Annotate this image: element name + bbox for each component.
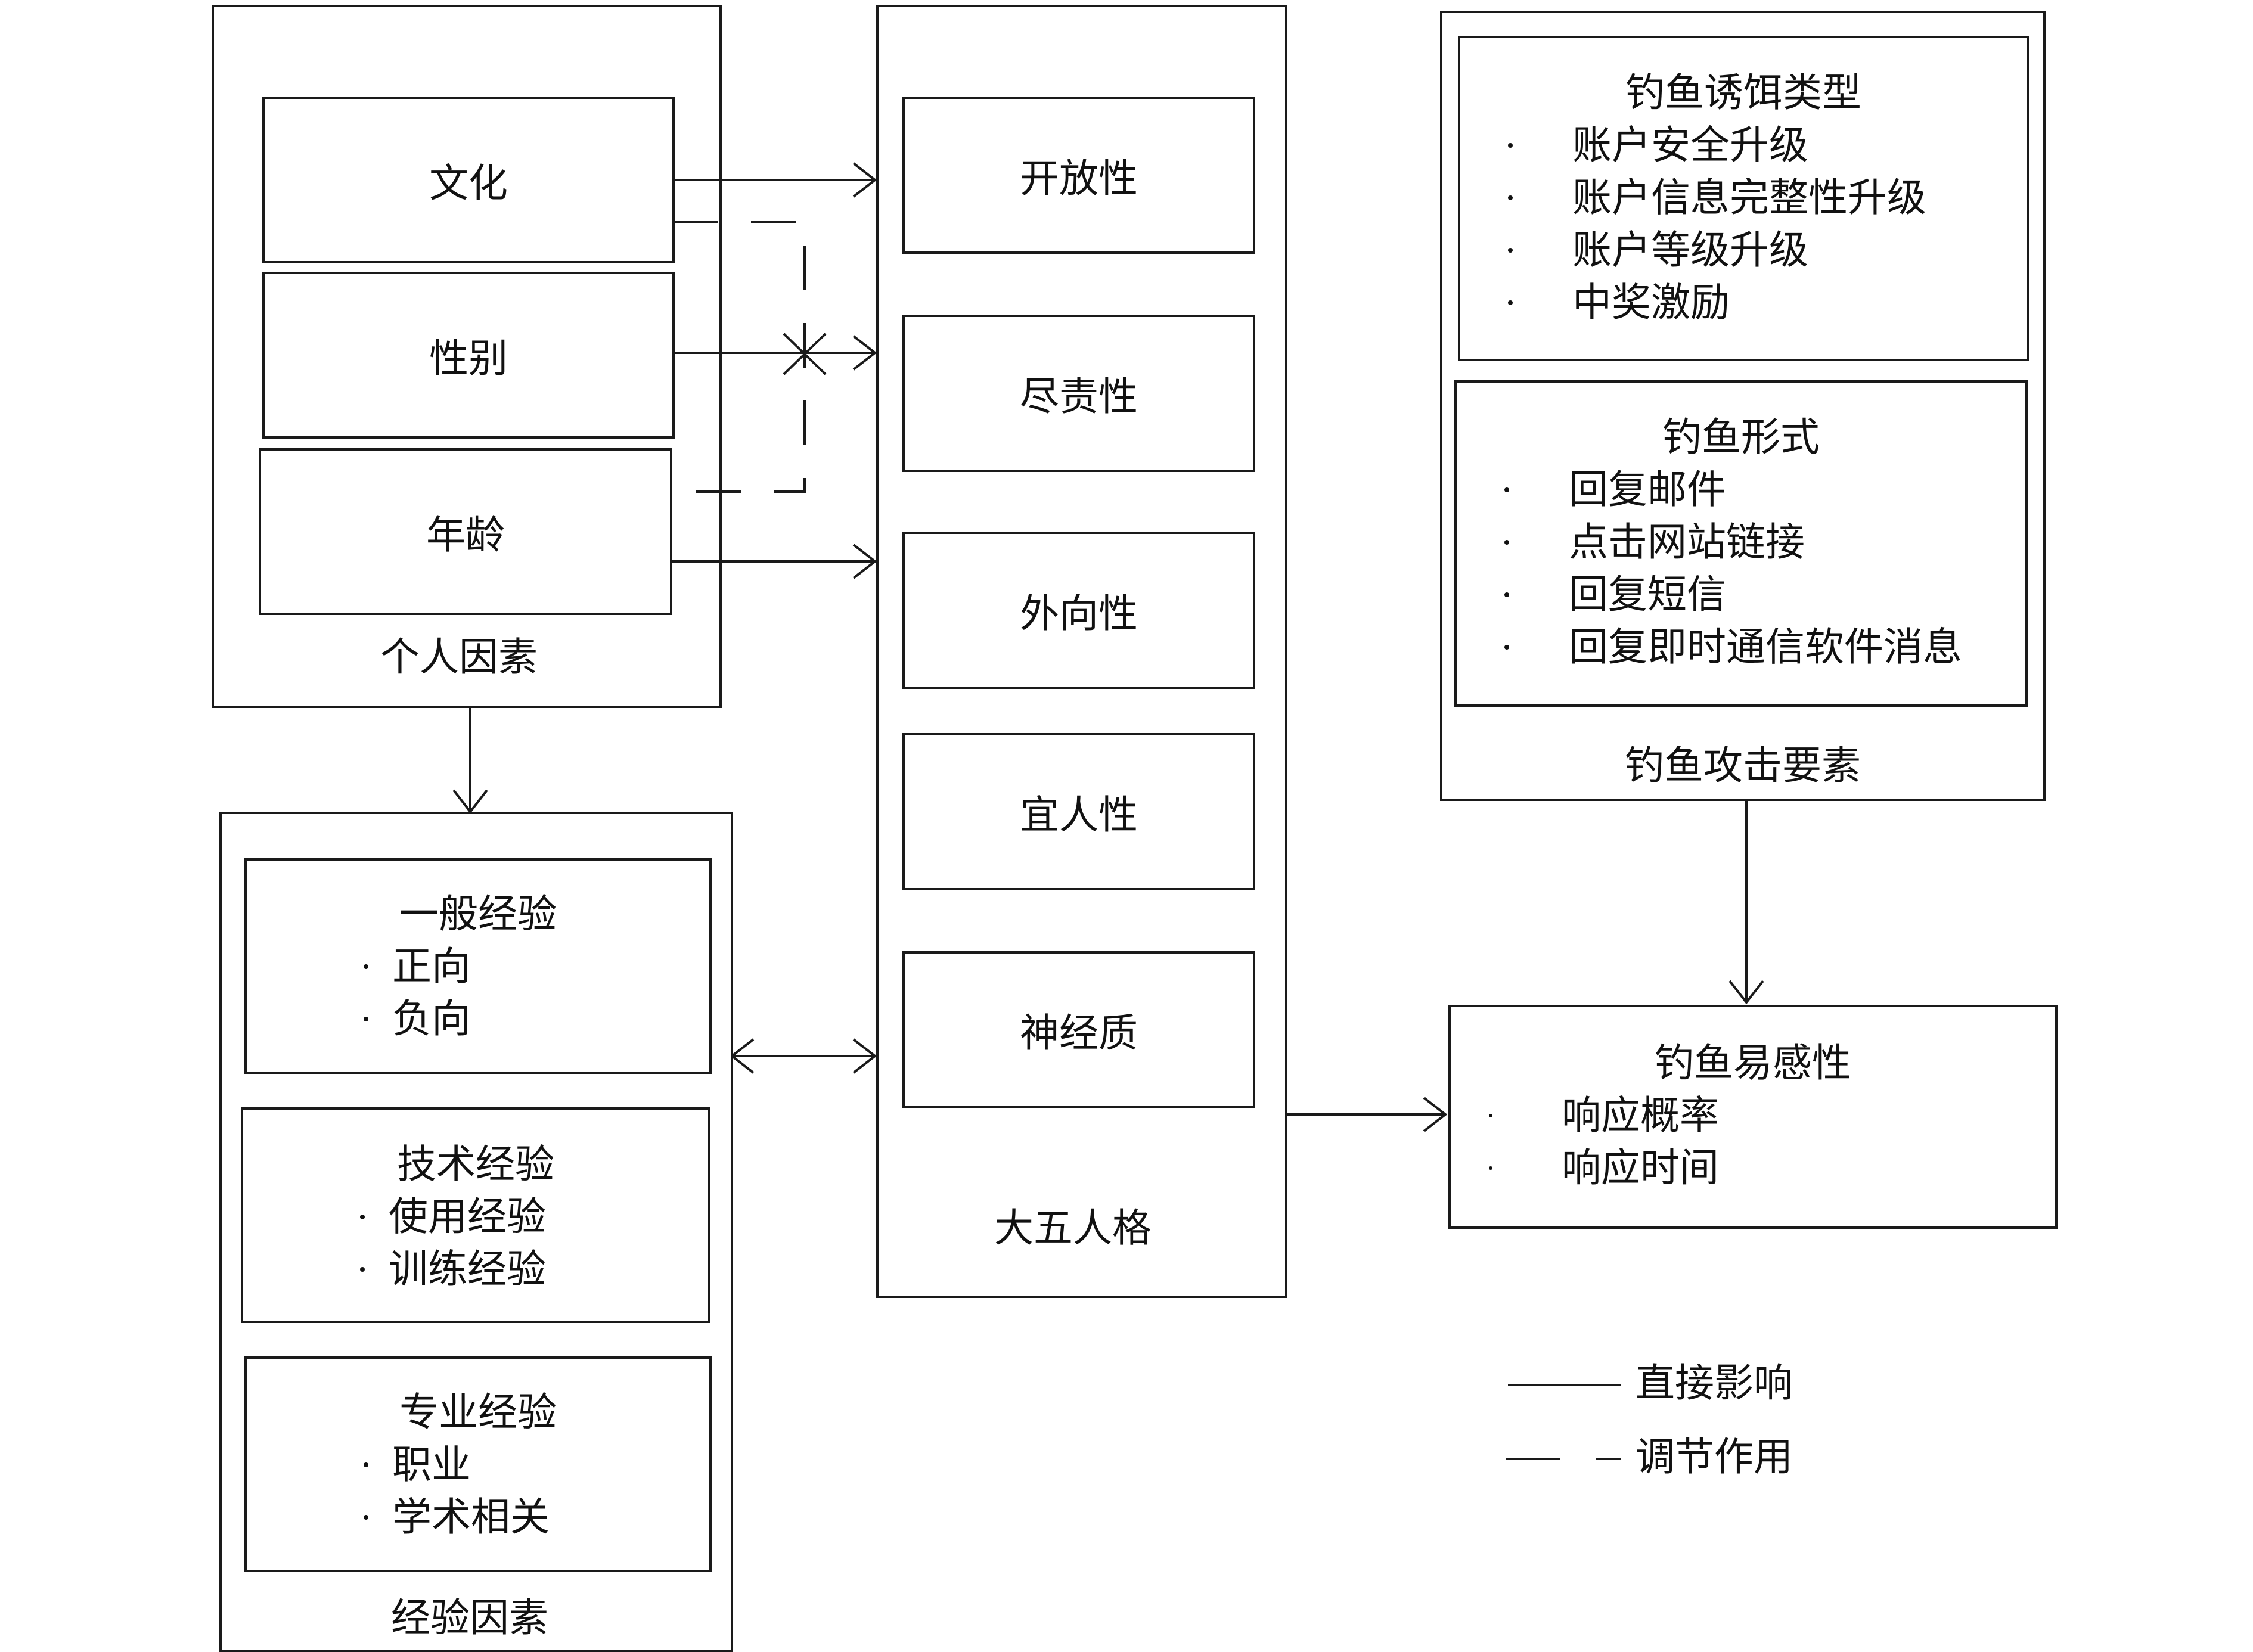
susceptibility-item-1: 响应时间 [1562, 1145, 1719, 1191]
phishing-form-item-0: 回复邮件 [1569, 467, 1726, 513]
age-label: 年龄 [426, 512, 505, 558]
technical-experience-item-0: 使用经验 [389, 1194, 546, 1240]
agreeableness-box: 宜人性 [902, 733, 1255, 890]
lure-types-box [1458, 36, 2029, 361]
phishing-forms-title: 钓鱼形式 [1662, 414, 1820, 460]
list-item: 回复短信 [1504, 569, 1726, 621]
lure-type-item-3: 中奖激励 [1572, 280, 1730, 325]
lure-type-item-1: 账户信息完整性升级 [1572, 175, 1926, 221]
openness-box: 开放性 [902, 97, 1255, 254]
bullet-icon [364, 1462, 368, 1467]
list-item: 账户信息完整性升级 [1508, 172, 1926, 224]
agreeableness-label: 宜人性 [1020, 792, 1138, 838]
bullet-icon [1504, 645, 1509, 650]
list-item: 点击网站链接 [1504, 516, 1805, 569]
lure-type-item-2: 账户等级升级 [1572, 227, 1808, 273]
phishing-form-item-3: 回复即时通信软件消息 [1569, 624, 1962, 670]
bullet-icon [1489, 1166, 1492, 1170]
phishing-elements-label: 钓鱼攻击要素 [1625, 743, 1861, 788]
extraversion-label: 外向性 [1020, 591, 1138, 636]
moderating-bracket [671, 221, 806, 493]
professional-experience-box [244, 1356, 712, 1572]
list-item: 训练经验 [360, 1243, 546, 1296]
professional-experience-item-0: 职业 [392, 1442, 471, 1488]
bullet-icon [1504, 540, 1509, 545]
big-five-label: 大五人格 [994, 1205, 1152, 1251]
technical-experience-item-1: 训练经验 [389, 1246, 546, 1292]
list-item: 账户等级升级 [1508, 224, 1808, 277]
bullet-icon [1489, 1114, 1492, 1117]
bullet-icon [360, 1215, 365, 1219]
professional-experience-title: 专业经验 [399, 1389, 557, 1435]
general-experience-box [244, 858, 712, 1074]
list-item: 使用经验 [360, 1191, 546, 1243]
lure-type-item-0: 账户安全升级 [1572, 122, 1808, 168]
list-item: 回复邮件 [1504, 464, 1726, 516]
general-experience-content: 一般经验 正向 负向 [244, 888, 712, 1045]
moderation-cross-b [783, 333, 827, 375]
list-item: 正向 [364, 940, 471, 993]
age-box: 年龄 [259, 448, 672, 615]
big-five-group [876, 5, 1287, 1298]
professional-experience-content: 专业经验 职业 学术相关 [244, 1386, 712, 1544]
phishing-forms-box [1454, 380, 2028, 707]
bullet-icon [364, 1515, 368, 1520]
conscientiousness-label: 尽责性 [1020, 374, 1138, 420]
list-item: 回复即时通信软件消息 [1504, 621, 1962, 673]
extraversion-box: 外向性 [902, 532, 1255, 689]
susceptibility-box [1448, 1005, 2058, 1229]
phishing-form-item-2: 回复短信 [1569, 572, 1726, 617]
bullet-icon [1504, 592, 1509, 597]
list-item: 中奖激励 [1508, 277, 1730, 329]
openness-label: 开放性 [1020, 156, 1138, 201]
list-item: 响应时间 [1489, 1142, 1719, 1194]
legend-moderating-label: 调节作用 [1636, 1434, 1793, 1480]
list-item: 负向 [364, 993, 471, 1045]
technical-experience-content: 技术经验 使用经验 训练经验 [241, 1138, 710, 1296]
general-experience-item-0: 正向 [392, 943, 471, 989]
bullet-icon [1508, 195, 1513, 200]
gender-box: 性别 [262, 272, 675, 439]
personal-factors-label: 个人因素 [380, 634, 538, 680]
bullet-icon [1508, 300, 1513, 305]
bullet-icon [1504, 487, 1509, 492]
susceptibility-item-0: 响应概率 [1562, 1092, 1719, 1138]
lure-types-content: 钓鱼诱饵类型 账户安全升级 账户信息完整性升级 账户等级升级 中奖激励 [1458, 67, 2029, 329]
bullet-icon [360, 1267, 365, 1272]
professional-experience-item-1: 学术相关 [392, 1494, 550, 1540]
list-item: 账户安全升级 [1508, 119, 1808, 172]
technical-experience-box [241, 1107, 710, 1323]
legend-direct-label: 直接影响 [1636, 1360, 1793, 1406]
culture-label: 文化 [429, 160, 508, 206]
susceptibility-content: 钓鱼易感性 响应概率 响应时间 [1448, 1037, 2058, 1194]
bullet-icon [1508, 248, 1513, 253]
gender-label: 性别 [429, 336, 508, 381]
personal-factors-group [212, 5, 722, 708]
list-item: 响应概率 [1489, 1089, 1719, 1142]
phishing-elements-group [1440, 11, 2046, 801]
experience-factors-label: 经验因素 [391, 1595, 548, 1641]
phishing-forms-content: 钓鱼形式 回复邮件 点击网站链接 回复短信 回复即时通信软件消息 [1454, 411, 2028, 673]
list-item: 职业 [364, 1439, 471, 1491]
bullet-icon [1508, 143, 1513, 148]
bullet-icon [364, 1017, 368, 1021]
lure-types-title: 钓鱼诱饵类型 [1625, 70, 1861, 116]
bullet-icon [364, 964, 368, 969]
susceptibility-title: 钓鱼易感性 [1655, 1040, 1851, 1086]
neuroticism-label: 神经质 [1020, 1010, 1138, 1056]
neuroticism-box: 神经质 [902, 951, 1255, 1108]
general-experience-item-1: 负向 [392, 996, 471, 1042]
conscientiousness-box: 尽责性 [902, 315, 1255, 472]
technical-experience-title: 技术经验 [397, 1141, 554, 1187]
phishing-form-item-1: 点击网站链接 [1569, 519, 1805, 565]
list-item: 学术相关 [364, 1491, 550, 1544]
culture-box: 文化 [262, 97, 675, 263]
general-experience-title: 一般经验 [399, 891, 557, 937]
